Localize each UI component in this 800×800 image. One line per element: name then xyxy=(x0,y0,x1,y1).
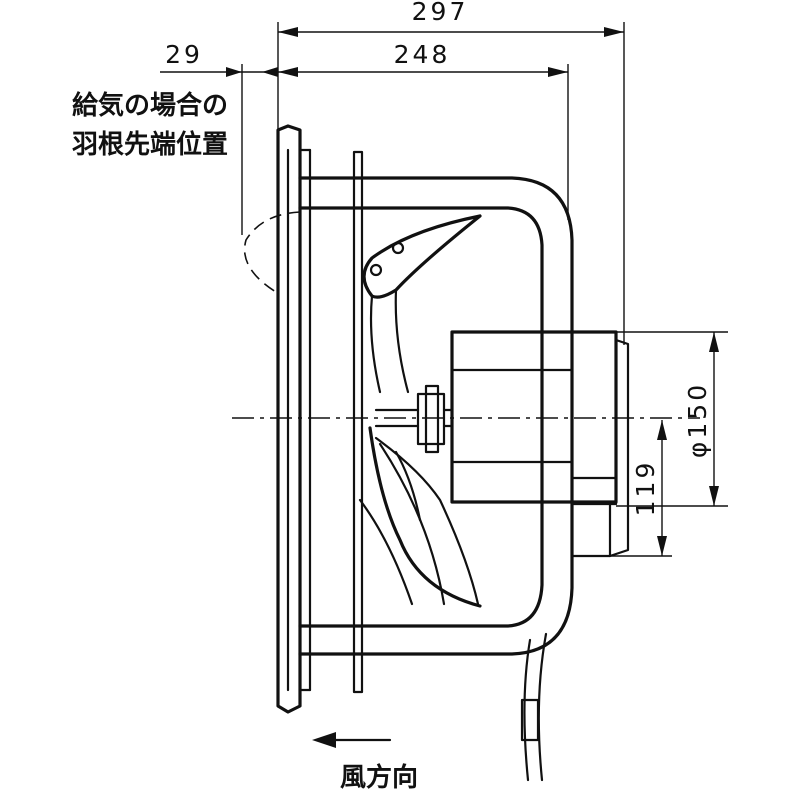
motor-body xyxy=(450,330,630,558)
front-flange xyxy=(276,124,312,714)
dimension-phi150-label: φ150 xyxy=(683,382,712,458)
dimension-119-label: 119 xyxy=(631,460,660,517)
dimension-phi150: φ150 xyxy=(616,331,728,507)
blade-tip-note-line2: 羽根先端位置 xyxy=(72,129,228,160)
motor-bracket-frame xyxy=(298,176,574,656)
intake-blade-tip-outline xyxy=(243,211,301,293)
fan-hub xyxy=(374,384,454,454)
dimension-297-label: 297 xyxy=(412,0,469,26)
dimension-248: 248 xyxy=(278,40,569,220)
blade-tip-note-line1: 給気の場合の xyxy=(72,90,228,121)
dimension-297: 297 xyxy=(277,0,625,345)
dimension-29: 29 xyxy=(160,40,278,235)
dimension-248-label: 248 xyxy=(394,40,451,69)
dimension-119: 119 xyxy=(610,420,672,557)
dimension-29-label: 29 xyxy=(165,40,203,69)
power-cord xyxy=(520,632,548,782)
airflow-direction-label: 風方向 xyxy=(340,762,418,793)
fan-blades xyxy=(358,214,482,608)
guard-wire xyxy=(352,150,364,694)
airflow-direction-arrow: 風方向 xyxy=(312,732,418,793)
